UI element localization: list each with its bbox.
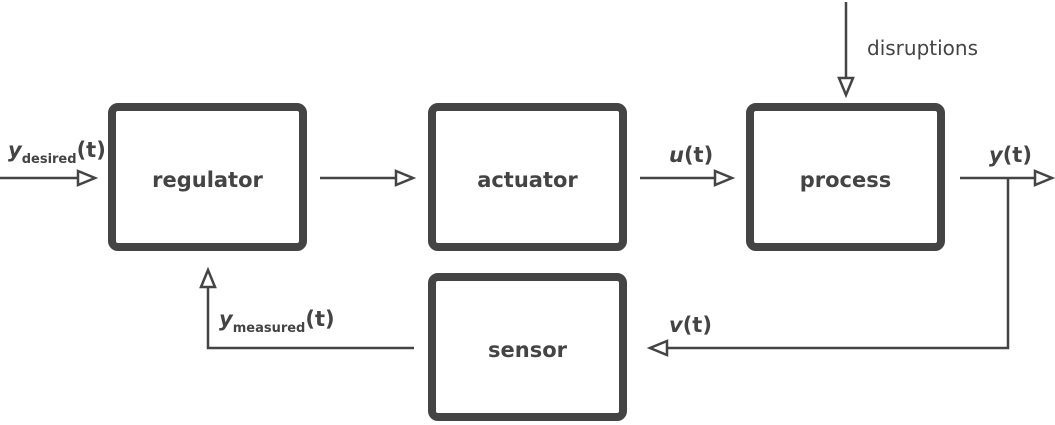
sensor-block: sensor — [428, 273, 627, 421]
output-arrow — [960, 169, 1055, 187]
regulator-to-actuator-arrow — [320, 169, 417, 187]
sensor-label: sensor — [488, 338, 568, 362]
actuator-label: actuator — [477, 168, 578, 192]
process-label: process — [800, 168, 892, 192]
signal-y-desired: ydesired(t) — [8, 138, 106, 167]
disturbance-label: disruptions — [867, 36, 978, 60]
regulator-block: regulator — [108, 103, 307, 251]
signal-u: u(t) — [669, 143, 713, 167]
signal-y-measured: ymeasured(t) — [219, 307, 335, 336]
regulator-label: regulator — [152, 168, 263, 192]
actuator-block: actuator — [428, 103, 627, 251]
actuator-to-process-arrow — [640, 169, 736, 187]
sensor-to-regulator-arrow — [199, 266, 414, 350]
disturbance-arrow — [837, 2, 855, 99]
process-block: process — [746, 103, 945, 251]
signal-y: y(t) — [989, 143, 1032, 167]
feedback-to-sensor-arrow — [646, 178, 1010, 357]
input-arrow — [0, 169, 99, 187]
signal-v: v(t) — [669, 313, 712, 337]
